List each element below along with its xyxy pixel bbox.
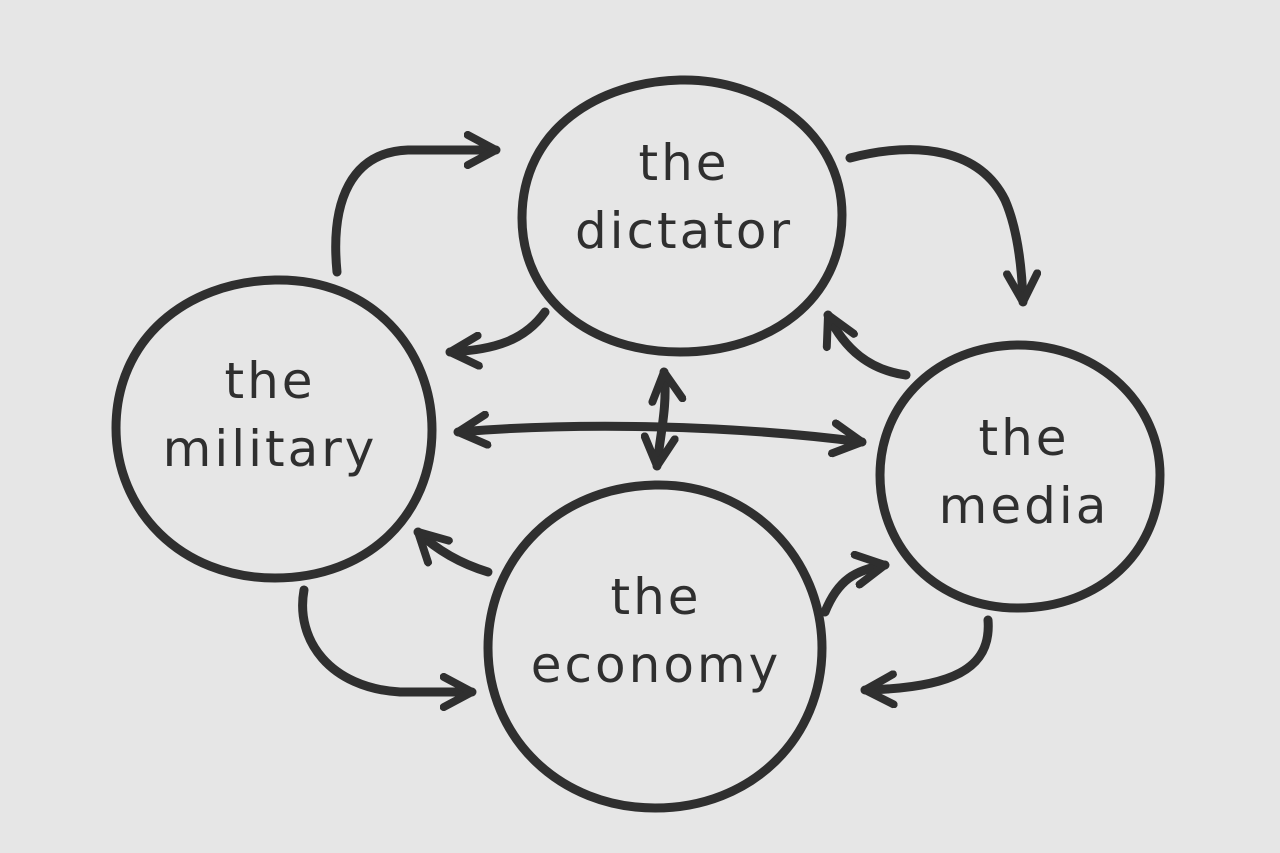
node-dictator: the dictator — [517, 75, 847, 357]
economy-circle — [483, 480, 827, 813]
arrow-media-to-dictator — [828, 310, 911, 380]
node-media: the media — [875, 340, 1165, 613]
military-label-line1: the — [224, 352, 315, 410]
military-label-line2: military — [163, 420, 378, 478]
dictator-label-line1: the — [638, 134, 729, 192]
arrow-dictator-economy-bidirectional — [657, 367, 665, 471]
dictator-label-line2: dictator — [575, 202, 793, 260]
arrow-economy-to-military — [413, 527, 493, 577]
arrow-military-to-economy — [298, 585, 477, 692]
arrow-military-to-dictator — [331, 150, 501, 277]
arrow-economy-to-media — [820, 565, 890, 617]
node-military: the military — [111, 275, 437, 583]
economy-label-line2: economy — [531, 636, 781, 694]
dictator-circle — [517, 75, 847, 357]
military-circle — [111, 275, 437, 583]
media-label-line1: the — [978, 409, 1069, 467]
node-economy: the economy — [483, 480, 827, 813]
media-label-line2: media — [939, 477, 1110, 535]
arrow-dictator-to-media — [845, 145, 1023, 307]
arrow-media-to-economy — [860, 615, 993, 690]
arrow-dictator-to-military — [445, 307, 550, 352]
economy-label-line1: the — [610, 568, 701, 626]
media-circle — [875, 340, 1165, 613]
